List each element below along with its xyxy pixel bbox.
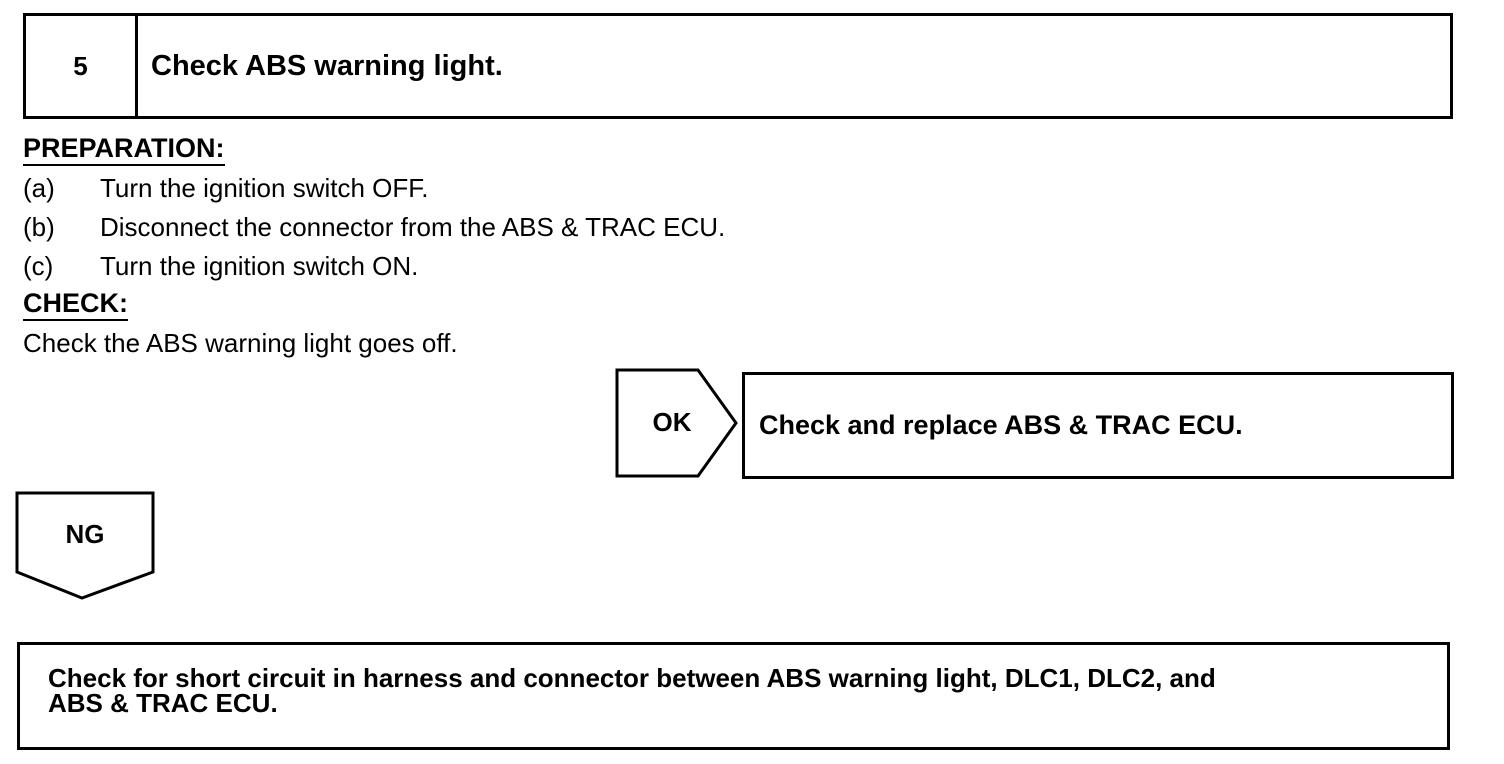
list-item-text: Turn the ignition switch ON. bbox=[100, 251, 419, 281]
step-header-box: 5 Check ABS warning light. bbox=[23, 13, 1453, 119]
list-item: (b) Disconnect the connector from the AB… bbox=[23, 210, 725, 249]
preparation-list: (a) Turn the ignition switch OFF. (b) Di… bbox=[23, 171, 725, 288]
ok-result-text: Check and replace ABS & TRAC ECU. bbox=[759, 410, 1243, 440]
list-item-marker: (a) bbox=[23, 173, 55, 203]
step-title: Check ABS warning light. bbox=[151, 49, 503, 82]
ng-label: NG bbox=[65, 519, 105, 549]
list-item-marker: (c) bbox=[23, 251, 54, 281]
check-text: Check the ABS warning light goes off. bbox=[23, 328, 458, 358]
ng-action-line-2: ABS & TRAC ECU. bbox=[48, 688, 278, 718]
ng-arrow-shape bbox=[15, 491, 155, 600]
list-item-marker: (b) bbox=[23, 212, 55, 242]
list-item: (a) Turn the ignition switch OFF. bbox=[23, 171, 725, 210]
check-heading: CHECK: bbox=[23, 288, 128, 321]
preparation-heading: PREPARATION: bbox=[23, 133, 225, 166]
list-item-text: Turn the ignition switch OFF. bbox=[100, 173, 429, 203]
step-number: 5 bbox=[26, 16, 138, 116]
list-item-text: Disconnect the connector from the ABS & … bbox=[100, 212, 726, 242]
ng-action-box: Check for short circuit in harness and c… bbox=[17, 642, 1450, 750]
list-item: (c) Turn the ignition switch ON. bbox=[23, 249, 725, 288]
ng-action-line-1: Check for short circuit in harness and c… bbox=[48, 663, 1216, 693]
ok-arrow-shape bbox=[615, 368, 738, 478]
ok-label: OK bbox=[652, 407, 692, 437]
ok-result-box: Check and replace ABS & TRAC ECU. bbox=[742, 372, 1454, 479]
